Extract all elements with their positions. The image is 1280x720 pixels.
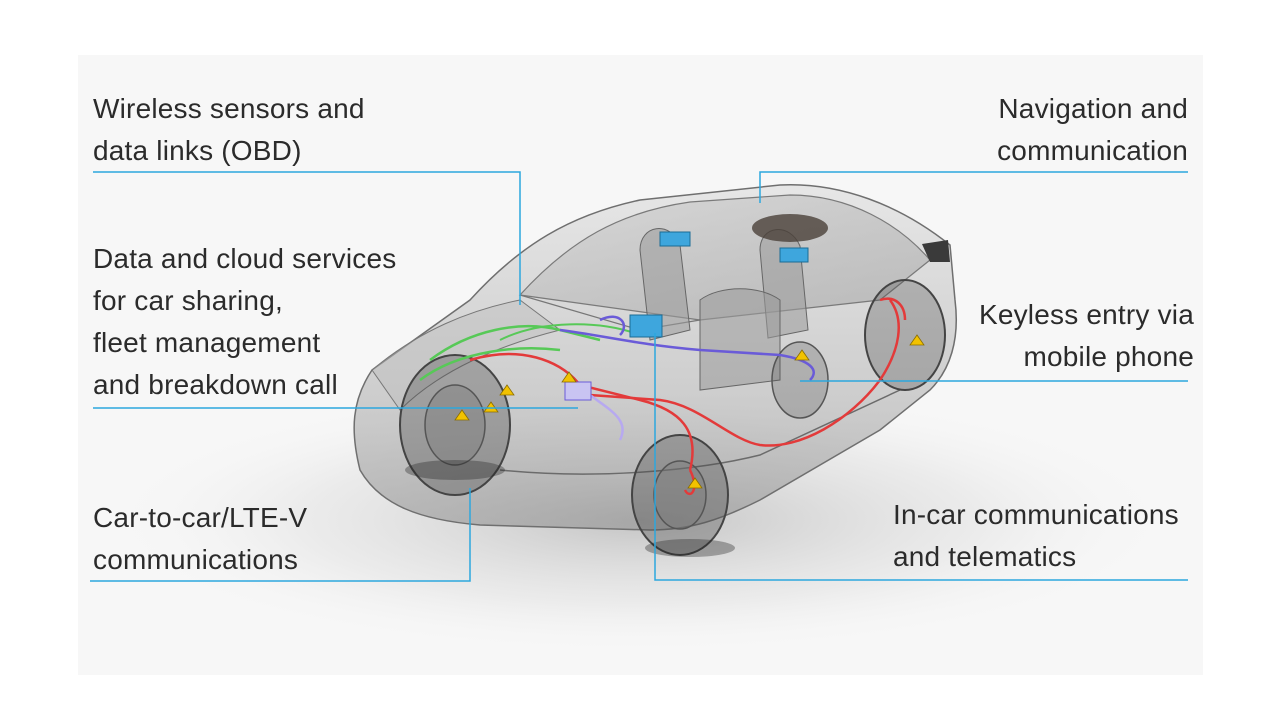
side-sill	[499, 389, 901, 475]
wheels	[399, 279, 946, 557]
ecu-modules	[564, 231, 809, 401]
callout-obd-line-1: Wireless sensors and	[93, 93, 365, 124]
callout-cloud-line-2: for car sharing,	[93, 285, 283, 316]
callout-cloud-line-1: Data and cloud services	[93, 243, 397, 274]
callout-car-to-car: Car-to-car/LTE-V communications	[93, 497, 307, 581]
leader-nav	[759, 171, 1188, 203]
rear-light	[922, 240, 950, 262]
sunroof	[752, 214, 828, 242]
callout-c2c-line-2: communications	[93, 544, 299, 575]
callout-incar-line-1: In-car communications	[893, 499, 1179, 530]
callout-obd: Wireless sensors and data links (OBD)	[93, 88, 365, 172]
callout-keyless-entry: Keyless entry via mobile phone	[979, 294, 1194, 378]
callout-cloud-line-3: fleet management	[93, 327, 321, 358]
wiring-harness	[419, 297, 907, 496]
leader-obd	[93, 171, 521, 305]
connector-markers	[454, 334, 925, 489]
callout-nav-line-2: communication	[997, 135, 1188, 166]
callout-c2c-line-1: Car-to-car/LTE-V	[93, 502, 308, 533]
callout-keyless-line-1: Keyless entry via	[978, 299, 1194, 330]
callout-incar-line-2: and telematics	[893, 541, 1077, 572]
callout-in-car-telematics: In-car communications and telematics	[893, 494, 1179, 578]
callout-cloud-line-4: and breakdown call	[93, 369, 338, 400]
leader-incar	[654, 333, 1188, 581]
callout-navigation: Navigation and communication	[997, 88, 1188, 172]
callout-nav-line-1: Navigation and	[998, 93, 1188, 124]
callout-obd-line-2: data links (OBD)	[93, 135, 302, 166]
seats	[639, 228, 809, 391]
leader-c2c	[90, 488, 471, 582]
callout-keyless-line-2: mobile phone	[1023, 341, 1194, 372]
callout-cloud-services: Data and cloud services for car sharing,…	[93, 238, 396, 406]
